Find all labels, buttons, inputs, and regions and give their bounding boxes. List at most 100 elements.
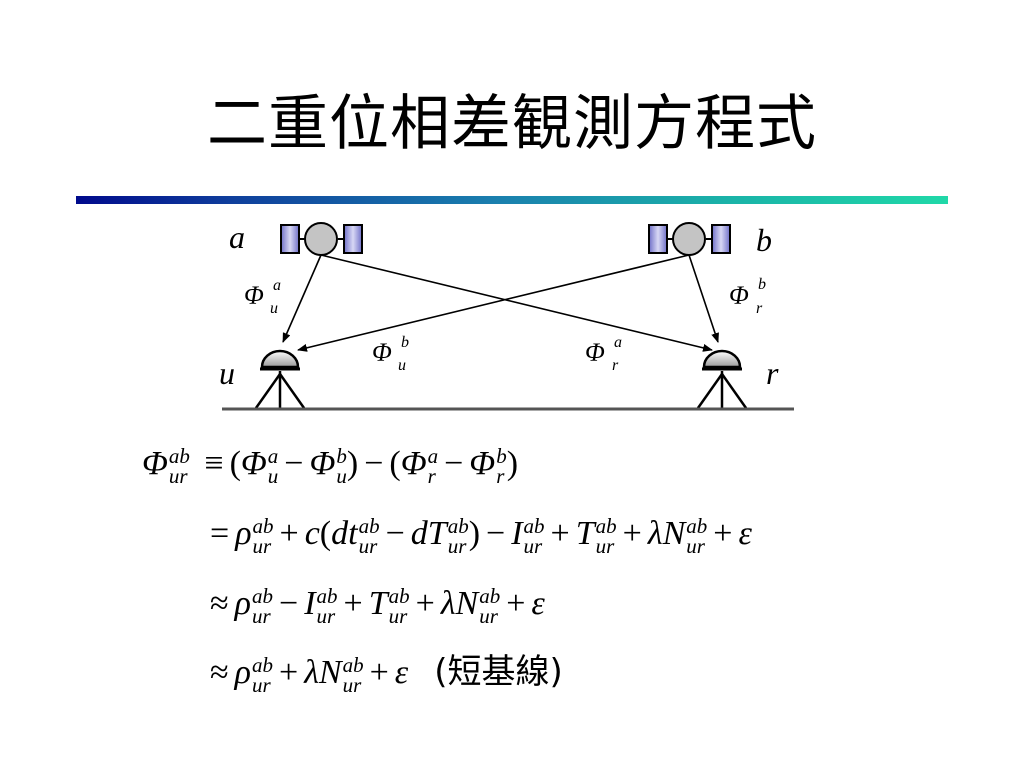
superscript: ab bbox=[252, 584, 273, 609]
approx-operator: ≈ bbox=[210, 654, 229, 691]
paren-close: ) bbox=[346, 445, 359, 482]
phase-label-a-u: Φ a u bbox=[244, 277, 281, 317]
subscript: r bbox=[496, 464, 505, 489]
T-symbol: T bbox=[368, 585, 388, 622]
plus-operator: + bbox=[713, 515, 733, 552]
N-symbol: N bbox=[662, 515, 686, 552]
superscript: ab bbox=[252, 653, 273, 678]
subscript: ur bbox=[342, 673, 362, 698]
plus-operator: + bbox=[506, 585, 526, 622]
paren-open: ( bbox=[389, 445, 401, 482]
subscript: ur bbox=[388, 604, 408, 629]
minus-operator: − bbox=[364, 445, 384, 482]
N-symbol: N bbox=[455, 585, 479, 622]
phi-symbol: Φ bbox=[142, 445, 168, 482]
superscript: ab bbox=[447, 514, 469, 539]
superscript: b bbox=[336, 444, 347, 469]
minus-operator: − bbox=[385, 515, 405, 552]
plus-operator: + bbox=[550, 515, 570, 552]
receiver-r-label: r bbox=[766, 355, 779, 391]
epsilon-symbol: ε bbox=[531, 585, 545, 622]
I-symbol: I bbox=[511, 515, 523, 552]
gnss-double-difference-diagram: a b u r Φ a u Φ b r Φ b u Φ a r bbox=[219, 219, 794, 411]
superscript: ab bbox=[686, 514, 708, 539]
subscript: ur bbox=[523, 534, 543, 559]
plus-operator: + bbox=[622, 515, 642, 552]
paren-open: ( bbox=[319, 515, 332, 552]
receiver-u-label: u bbox=[219, 355, 235, 391]
phase-label-b-r-symbol: Φ bbox=[729, 281, 749, 310]
phi-symbol: Φ bbox=[469, 445, 496, 482]
subscript: ur bbox=[252, 673, 271, 698]
plus-operator: + bbox=[279, 654, 299, 691]
minus-operator: − bbox=[279, 585, 299, 622]
signal-path-b-u bbox=[297, 254, 690, 352]
title-underline-bar bbox=[76, 196, 948, 204]
receiver-r-antenna-icon bbox=[696, 349, 748, 409]
phase-label-b-u-sup: b bbox=[401, 334, 409, 351]
lambda-symbol: λ bbox=[304, 654, 319, 691]
paren-open: ( bbox=[229, 445, 241, 482]
epsilon-symbol: ε bbox=[738, 515, 752, 552]
identity-operator: ≡ bbox=[204, 445, 224, 482]
paren-close: ) bbox=[506, 445, 519, 482]
phase-label-b-r: Φ b r bbox=[729, 276, 766, 317]
subscript: ur bbox=[686, 534, 705, 559]
minus-operator: − bbox=[284, 445, 304, 482]
phase-label-a-u-sub: u bbox=[270, 300, 278, 317]
phi-symbol: Φ bbox=[309, 445, 336, 482]
lambda-symbol: λ bbox=[647, 515, 663, 552]
subscript: ur bbox=[358, 534, 378, 559]
subscript: ur bbox=[479, 604, 498, 629]
superscript: ab bbox=[252, 514, 274, 539]
minus-operator: − bbox=[486, 515, 506, 552]
satellite-a-label: a bbox=[229, 219, 245, 255]
superscript: ab bbox=[595, 514, 617, 539]
plus-operator: + bbox=[279, 515, 299, 552]
phase-label-b-r-sup: b bbox=[758, 276, 766, 293]
rho-symbol: ρ bbox=[234, 585, 251, 622]
subscript: ur bbox=[595, 534, 615, 559]
phase-label-b-u-sub: u bbox=[398, 357, 406, 374]
N-symbol: N bbox=[318, 654, 342, 691]
phi-symbol: Φ bbox=[400, 445, 427, 482]
phase-label-b-u: Φ b u bbox=[372, 334, 409, 374]
rho-symbol: ρ bbox=[234, 654, 251, 691]
dT-symbol: dT bbox=[410, 515, 447, 552]
satellite-a-icon bbox=[280, 222, 363, 256]
equals-operator: = bbox=[210, 515, 230, 552]
signal-path-b-r bbox=[688, 254, 719, 343]
c-symbol: c bbox=[304, 515, 320, 552]
satellite-b-label: b bbox=[756, 222, 772, 258]
phi-symbol: Φ bbox=[240, 445, 267, 482]
phase-label-a-u-sup: a bbox=[273, 277, 281, 294]
phase-label-a-u-symbol: Φ bbox=[244, 281, 264, 310]
plus-operator: + bbox=[415, 585, 435, 622]
plus-operator: + bbox=[343, 585, 363, 622]
phase-label-a-r-symbol: Φ bbox=[585, 338, 605, 367]
subscript: ur bbox=[447, 534, 467, 559]
phase-label-a-r: Φ a r bbox=[585, 334, 622, 374]
short-baseline-note: (短基線) bbox=[434, 652, 563, 692]
approx-operator: ≈ bbox=[210, 585, 229, 622]
superscript: ab bbox=[168, 444, 190, 469]
subscript: ur bbox=[168, 464, 188, 489]
phase-label-b-r-sub: r bbox=[756, 300, 763, 317]
superscript: ab bbox=[523, 514, 545, 539]
receiver-u-antenna-icon bbox=[254, 349, 306, 409]
superscript: ab bbox=[342, 653, 364, 678]
signal-path-a-r bbox=[320, 254, 713, 352]
superscript: b bbox=[496, 444, 507, 469]
T-symbol: T bbox=[575, 515, 595, 552]
subscript: r bbox=[427, 464, 436, 489]
superscript: ab bbox=[316, 584, 338, 609]
phase-label-b-u-symbol: Φ bbox=[372, 338, 392, 367]
signal-path-a-u bbox=[282, 254, 322, 343]
subscript: u bbox=[336, 464, 347, 489]
subscript: ur bbox=[316, 604, 336, 629]
plus-operator: + bbox=[369, 654, 389, 691]
